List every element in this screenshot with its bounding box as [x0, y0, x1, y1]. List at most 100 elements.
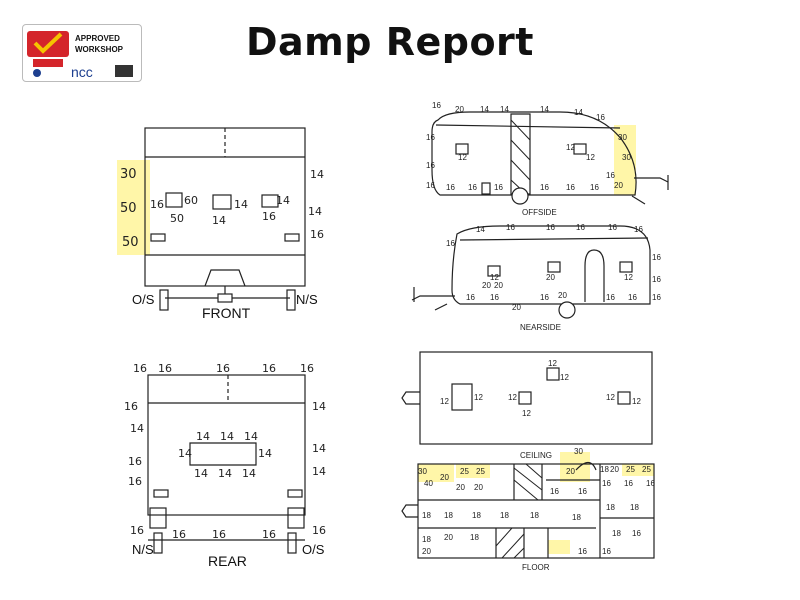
checkmark-badge-icon — [33, 32, 63, 54]
offside-body — [431, 111, 637, 196]
ceiling-rooflight-3 — [546, 367, 560, 381]
rear-window — [189, 442, 257, 466]
floor-view: 30 20 40 25 25 20 20 18 25 25 20 20 16 1… — [401, 447, 655, 572]
floor-reading-16: 16 — [624, 479, 633, 488]
floor-reading-8: 18 — [600, 465, 609, 474]
nearside-reading-4: 16 — [546, 223, 555, 232]
nearside-reading-16: 20 — [482, 281, 491, 290]
offside-door — [510, 113, 531, 195]
floor-reading-7: 20 — [474, 483, 483, 492]
floor-reading-26: 20 — [422, 547, 431, 556]
front-light-right — [284, 233, 300, 242]
front-reading-right-3: 16 — [310, 228, 324, 241]
offside-reading-4: 14 — [500, 105, 509, 114]
logo-small-mark — [115, 65, 133, 77]
front-window-reading-6: 14 — [276, 194, 290, 207]
offside-window-2 — [573, 143, 587, 155]
floor-reading-6: 20 — [456, 483, 465, 492]
front-window-reading-7: 16 — [262, 210, 276, 223]
offside-reading-14: 16 — [540, 183, 549, 192]
floor-reading-20: 18 — [472, 511, 481, 520]
rear-reading-bottom-4: 16 — [262, 528, 276, 541]
floor-reading-12: 20 — [610, 465, 619, 474]
nearside-reading-13: 16 — [540, 293, 549, 302]
offside-reading-9: 16 — [426, 161, 435, 170]
offside-reading-18: 20 — [614, 181, 623, 190]
rear-reading-left-4: 16 — [128, 475, 142, 488]
offside-reading-23: 12 — [586, 153, 595, 162]
rear-reading-top-4: 16 — [262, 362, 276, 375]
ceiling-outline — [419, 351, 653, 445]
offside-reading-3: 14 — [480, 105, 489, 114]
front-window-reading-3: 50 — [170, 212, 184, 225]
front-reading-right-2: 14 — [308, 205, 322, 218]
floor-reading-24: 18 — [606, 503, 615, 512]
rear-window-reading-7: 14 — [218, 467, 232, 480]
rear-reading-left-1: 16 — [124, 400, 138, 413]
offside-view: 16 20 14 14 14 14 16 16 16 16 16 16 16 1… — [426, 101, 669, 217]
nearside-door — [584, 249, 605, 302]
nearside-wheel — [558, 301, 576, 319]
nearside-window-1 — [487, 265, 501, 277]
floor-reading-18: 18 — [422, 511, 431, 520]
floor-reading-25: 18 — [422, 535, 431, 544]
rear-reading-right-2: 14 — [312, 442, 326, 455]
approved-workshop-logo: APPROVED WORKSHOP ncc — [22, 24, 142, 82]
front-window-reading-2: 60 — [184, 194, 198, 207]
rear-reading-bottom-3: 16 — [212, 528, 226, 541]
logo-line1: APPROVED — [75, 34, 120, 43]
front-wheel-right — [286, 289, 296, 311]
floor-reading-19: 18 — [444, 511, 453, 520]
floor-reading-11: 20 — [566, 467, 575, 476]
nearside-window-3 — [619, 261, 633, 273]
front-reading-left-1: 30 — [120, 167, 137, 182]
rear-reading-left-2: 14 — [130, 422, 144, 435]
offside-reading-16: 16 — [590, 183, 599, 192]
rear-ns-label: N/S — [132, 542, 154, 557]
front-view: 30 50 50 14 14 16 16 60 50 14 14 14 16 O… — [117, 127, 324, 321]
offside-reading-20: 30 — [622, 153, 631, 162]
floor-reading-30: 18 — [612, 529, 621, 538]
rear-steady-right — [287, 507, 305, 529]
floor-reading-13: 16 — [550, 487, 559, 496]
nearside-body — [451, 225, 651, 305]
nearside-reading-10: 16 — [652, 293, 661, 302]
floor-reading-33: 16 — [602, 547, 611, 556]
rear-reading-right-3: 14 — [312, 465, 326, 478]
offside-reading-15: 16 — [566, 183, 575, 192]
logo-graphic: APPROVED WORKSHOP ncc — [27, 31, 133, 80]
nearside-reading-6: 16 — [608, 223, 617, 232]
rear-body — [147, 374, 306, 516]
floor-reading-3: 40 — [424, 479, 433, 488]
front-os-label: O/S — [132, 292, 155, 307]
rear-steady-left — [149, 507, 167, 529]
front-window-reading-5: 14 — [212, 214, 226, 227]
floor-reading-15: 16 — [602, 479, 611, 488]
rear-view: 16 16 16 16 16 16 14 16 16 14 14 14 14 1… — [124, 362, 326, 569]
nearside-reading-5: 16 — [576, 223, 585, 232]
front-reading-right-1: 14 — [310, 168, 324, 181]
page-title: Damp Report — [246, 20, 534, 64]
ceiling-rooflight-2 — [518, 391, 532, 405]
ceiling-reading-5: 12 — [548, 359, 557, 368]
rear-os-label: O/S — [302, 542, 325, 557]
nearside-reading-1: 16 — [446, 239, 455, 248]
nearside-reading-7: 16 — [634, 225, 643, 234]
nearside-reading-8: 16 — [652, 253, 661, 262]
offside-reading-8: 16 — [426, 133, 435, 142]
rear-light-right — [287, 489, 303, 498]
nearside-reading-11: 16 — [628, 293, 637, 302]
rear-wheel-left — [153, 532, 163, 554]
front-window-reading-1: 16 — [150, 198, 164, 211]
front-window-3 — [261, 194, 279, 208]
floor-reading-31: 16 — [632, 529, 641, 538]
offside-reading-13: 16 — [494, 183, 503, 192]
floor-outline — [417, 463, 655, 559]
rear-window-reading-6: 14 — [194, 467, 208, 480]
ceiling-reading-8: 12 — [632, 397, 641, 406]
logo-ribbon — [33, 59, 63, 67]
ceiling-label: CEILING — [520, 451, 552, 460]
nearside-window-2 — [547, 261, 561, 273]
offside-reading-19: 30 — [618, 133, 627, 142]
